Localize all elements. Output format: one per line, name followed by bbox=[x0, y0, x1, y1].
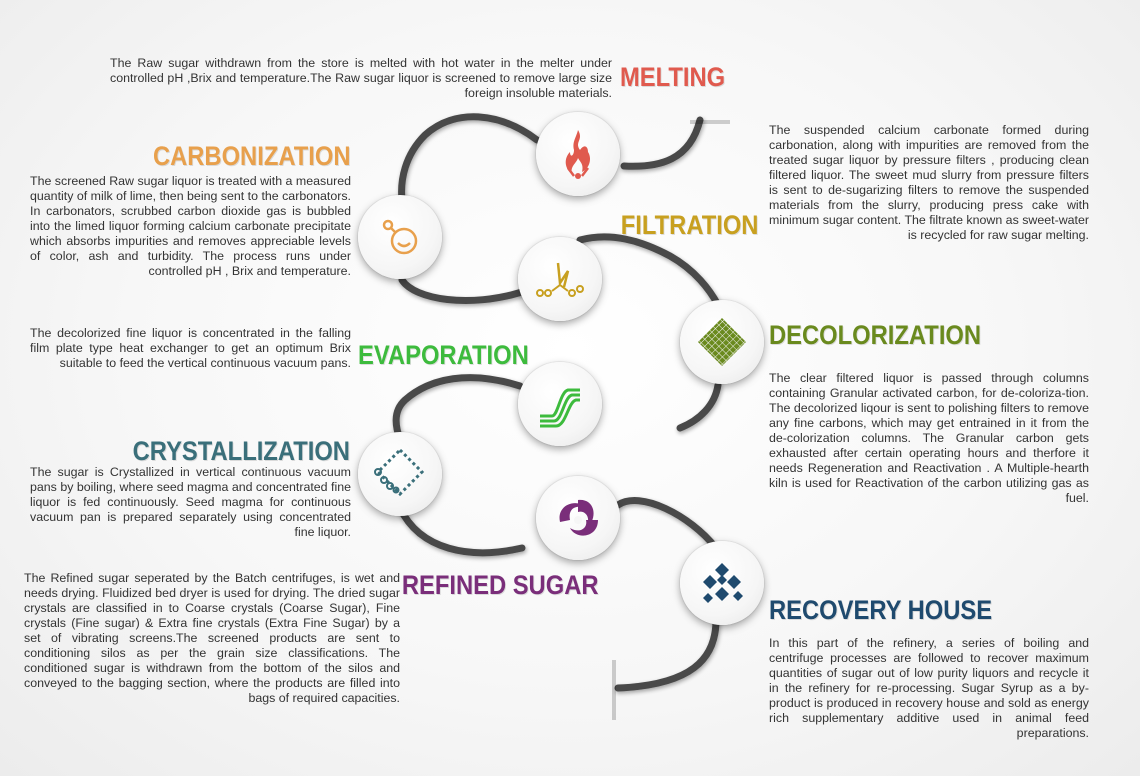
refined-sugar-description: The Refined sugar seperated by the Batch… bbox=[24, 571, 400, 705]
carbonization-description: The screened Raw sugar liquor is treated… bbox=[30, 174, 351, 278]
crystallization-description: The sugar is Crystallized in vertical co… bbox=[30, 465, 351, 539]
filtration-node bbox=[518, 237, 602, 321]
refined-sugar-title: REFINED SUGAR bbox=[402, 570, 599, 600]
carbon-grid-icon bbox=[698, 318, 746, 366]
recovery-house-node bbox=[680, 541, 764, 625]
melting-title: MELTING bbox=[620, 62, 726, 92]
recovery-house-description: In this part of the refinery, a series o… bbox=[769, 636, 1089, 740]
flame-icon bbox=[565, 130, 590, 179]
decolorization-node bbox=[680, 300, 764, 384]
evaporation-description: The decolorized fine liquor is concentra… bbox=[30, 326, 351, 370]
melting-node bbox=[536, 112, 620, 196]
decolorization-description: The clear filtered liquor is passed thro… bbox=[769, 371, 1089, 505]
flask-icon bbox=[382, 219, 418, 255]
melting-description: The Raw sugar withdrawn from the store i… bbox=[110, 56, 612, 100]
refined-sugar-node bbox=[536, 476, 620, 560]
filter-icon bbox=[536, 262, 584, 297]
swirl-icon bbox=[559, 499, 598, 536]
carbonization-node bbox=[358, 195, 442, 279]
evaporation-node bbox=[518, 362, 602, 446]
decolorization-title: DECOLORIZATION bbox=[769, 320, 982, 350]
crystallization-node bbox=[358, 432, 442, 516]
filtration-description: The suspended calcium carbonate formed d… bbox=[769, 123, 1089, 242]
crystallization-title: CRYSTALLIZATION bbox=[132, 436, 350, 466]
crystal-icon bbox=[374, 447, 425, 497]
recovery-house-title: RECOVERY HOUSE bbox=[769, 595, 993, 625]
carbonization-title: CARBONIZATION bbox=[152, 141, 350, 171]
evaporation-icon bbox=[540, 388, 580, 428]
filtration-title: FILTRATION bbox=[620, 210, 758, 240]
diamond-cluster-icon bbox=[703, 563, 743, 603]
evaporation-title: EVAPORATION bbox=[358, 340, 529, 370]
